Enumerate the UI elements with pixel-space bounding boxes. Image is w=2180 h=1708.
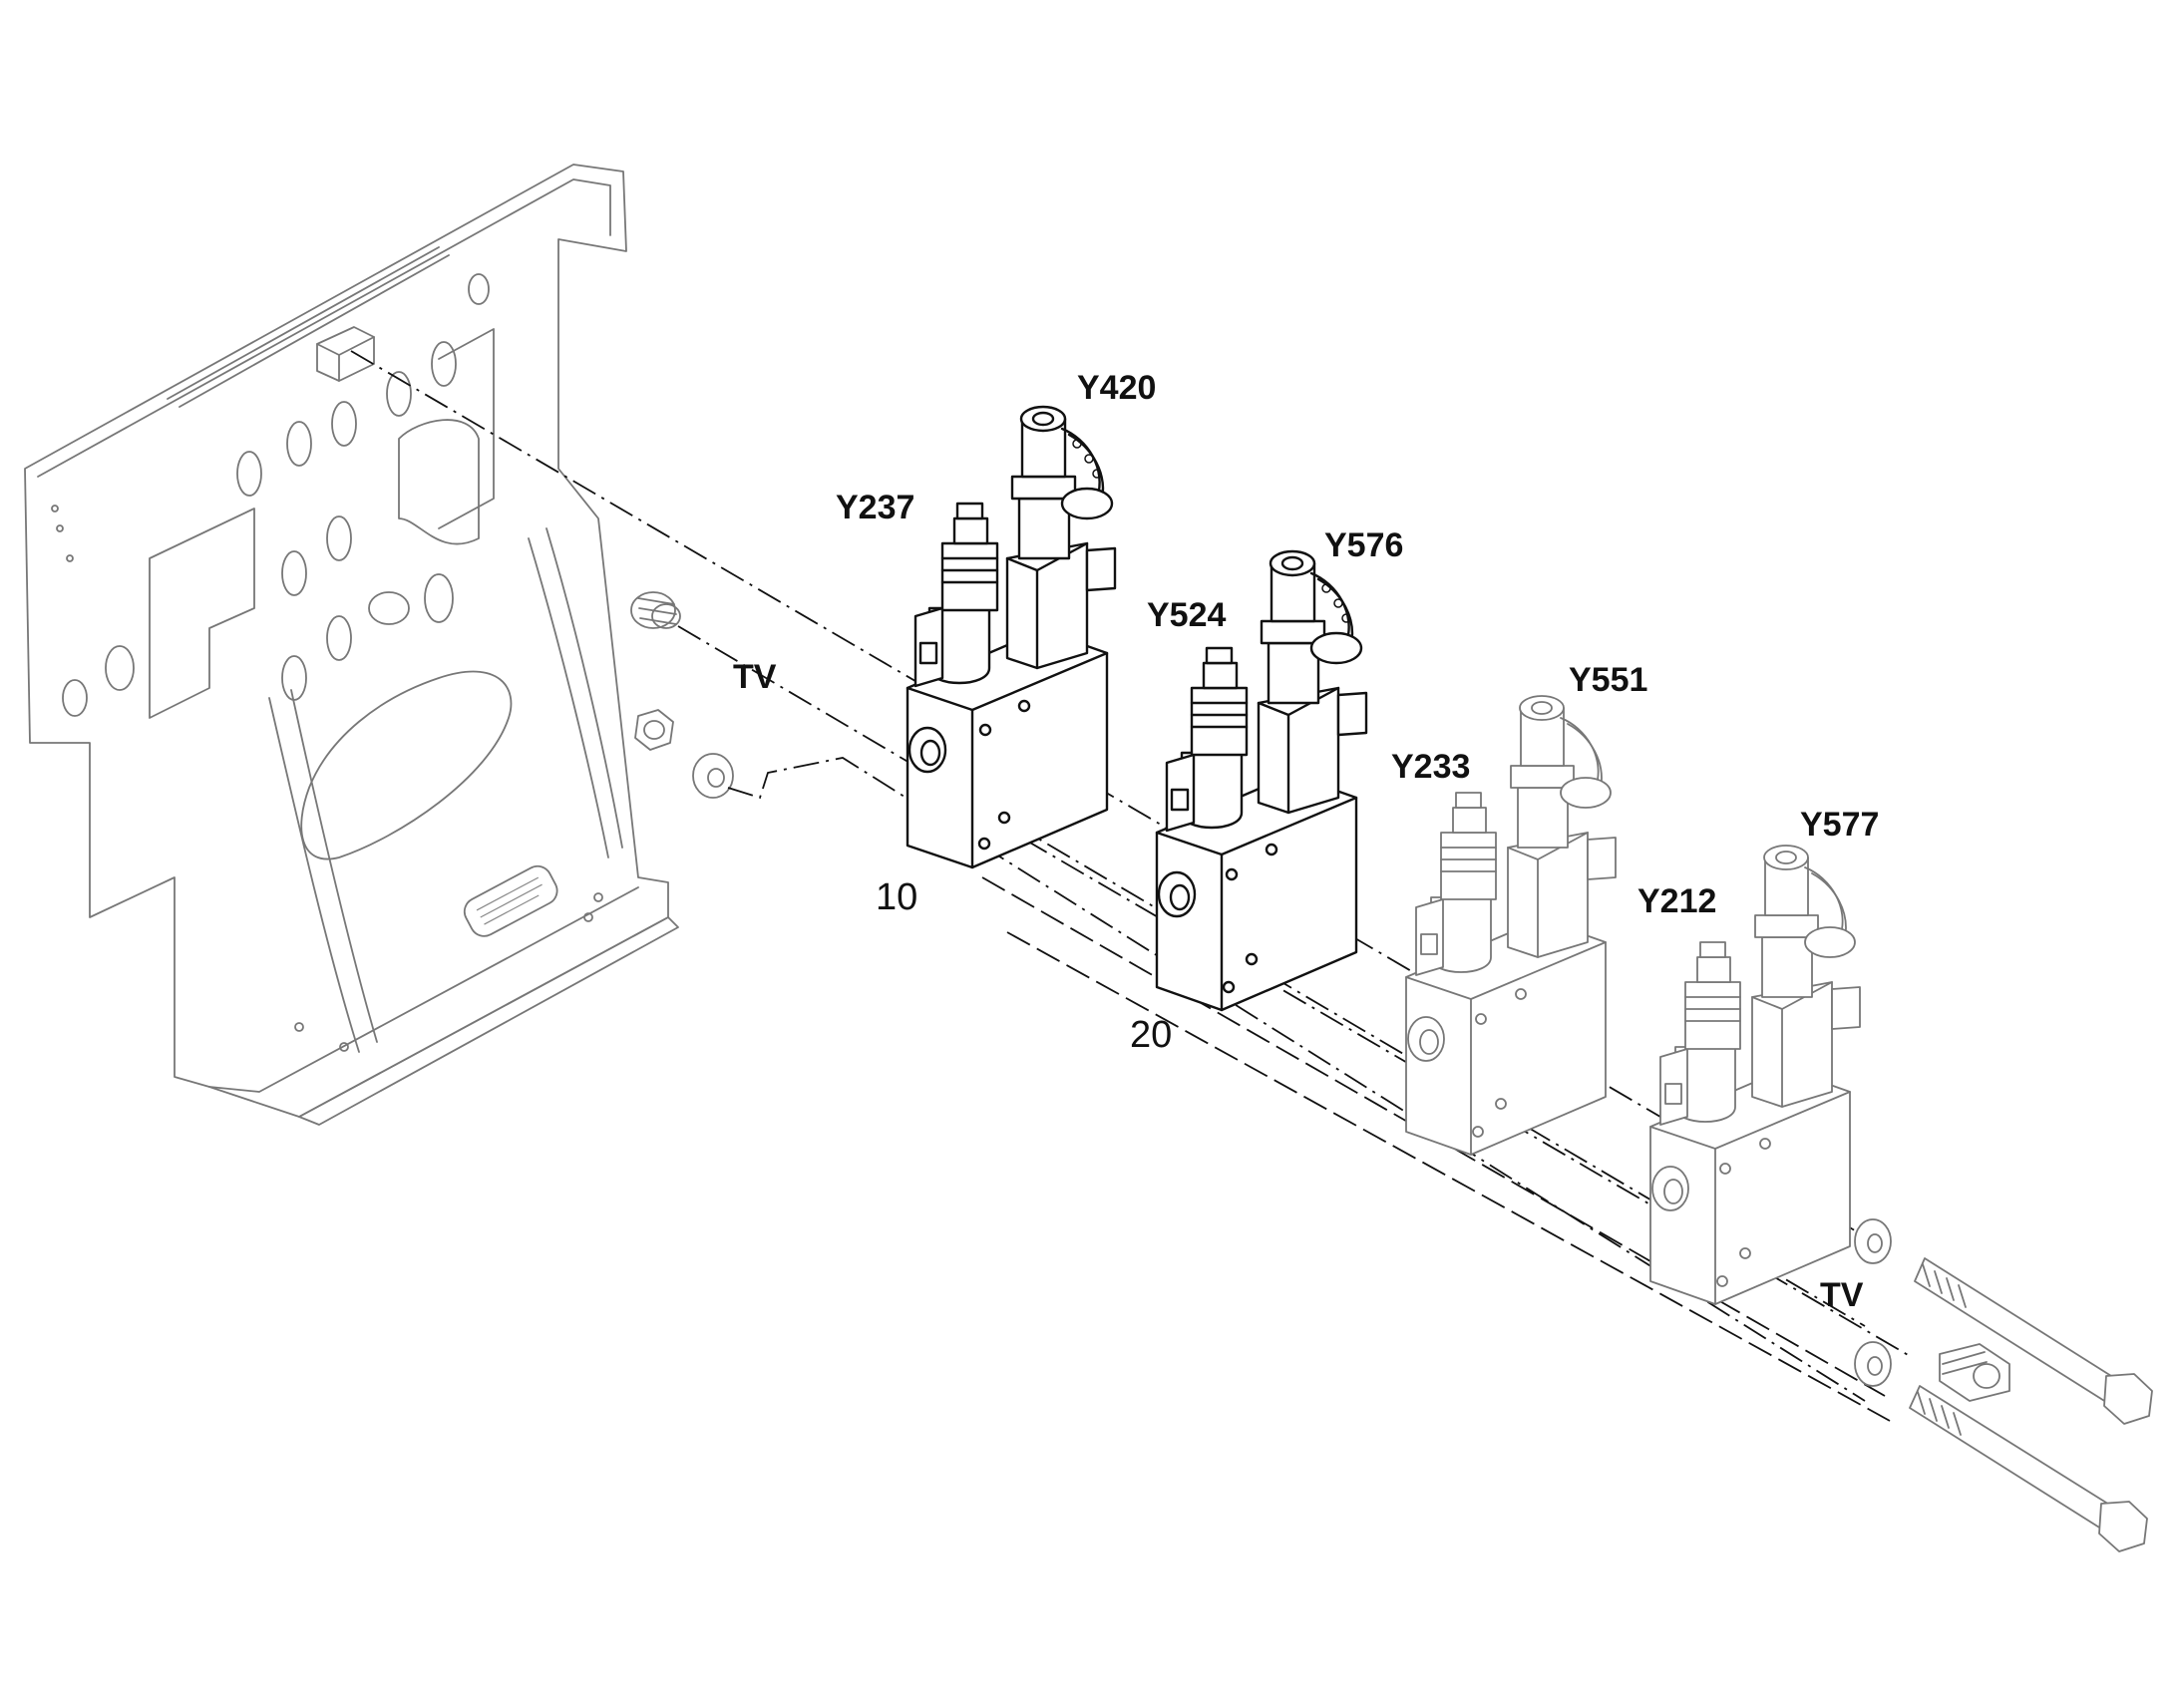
label-tv-right: TV: [1820, 1276, 1864, 1314]
valve-block-y212-y577: [1649, 845, 1861, 1305]
valve-block-y233-y551: [1405, 695, 1617, 1156]
label-y237: Y237: [836, 489, 914, 526]
valve-block-10: [906, 405, 1117, 869]
position-number-20: 20: [1130, 1014, 1172, 1056]
bolt-lower: [1909, 1385, 2148, 1552]
mounting-bracket: [24, 164, 679, 1126]
plug-left: [630, 591, 681, 629]
washer-right-top: [1854, 1218, 1892, 1264]
nut-left: [634, 709, 674, 751]
washer-right-bottom: [1854, 1341, 1892, 1387]
bolt-upper: [1914, 1257, 2153, 1425]
label-y576: Y576: [1324, 526, 1403, 564]
label-y233: Y233: [1391, 748, 1470, 786]
label-y551: Y551: [1569, 661, 1647, 699]
plug-right: [1939, 1343, 2010, 1402]
washer-left: [692, 753, 734, 799]
valve-block-20: [1155, 549, 1368, 1012]
label-y524: Y524: [1147, 596, 1226, 634]
label-y212: Y212: [1637, 882, 1716, 920]
label-y420: Y420: [1077, 369, 1156, 407]
label-y577: Y577: [1800, 806, 1879, 844]
position-number-10: 10: [876, 876, 917, 918]
label-tv-left: TV: [733, 658, 777, 696]
